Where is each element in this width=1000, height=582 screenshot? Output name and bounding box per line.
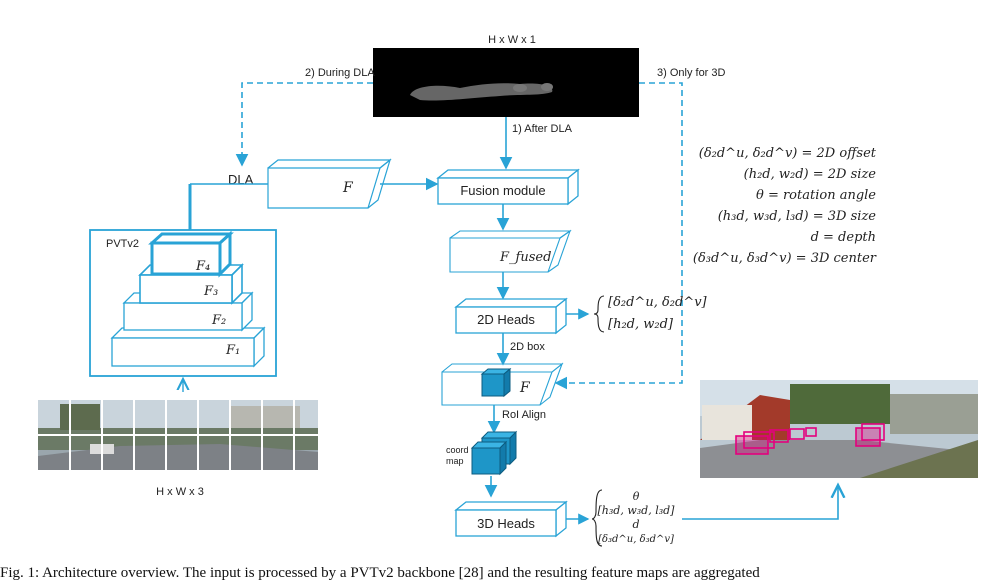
heads-2d-out-size: [h₂d, w₂d] (608, 317, 674, 332)
fused-feature-map: F_fused (449, 229, 572, 273)
legend-rotation: θ = rotation angle (756, 188, 876, 203)
depth-mask-image: H x W x 1 (373, 34, 639, 117)
coord-map-cubes: coord map (446, 430, 518, 476)
during-dla-label: 2) During DLA (305, 67, 375, 79)
figure-caption: Fig. 1: Architecture overview. The input… (0, 565, 760, 581)
mask-size-label: H x W x 1 (488, 34, 536, 46)
output-arrow (682, 485, 838, 520)
f1-label: F₁ (225, 343, 240, 358)
legend-depth: d = depth (811, 230, 876, 245)
dla-feature-label: F (342, 180, 354, 196)
heads-3d-out-theta: θ (633, 490, 640, 503)
legend-2d-size: (h₂d, w₂d) = 2D size (744, 167, 877, 182)
fusion-label: Fusion module (460, 183, 545, 198)
heads-3d-out-depth: d (632, 518, 639, 531)
notation-legend: (δ₂d^u, δ₂d^v) = 2D offset (h₂d, w₂d) = … (693, 146, 877, 266)
heads-2d-label: 2D Heads (477, 312, 535, 327)
heads-3d-label: 3D Heads (477, 516, 535, 531)
pvtv2-label: PVTv2 (106, 238, 139, 250)
heads-3d: 3D Heads (454, 500, 568, 538)
f4-label: F₄ (195, 259, 210, 274)
2d-box-label: 2D box (510, 341, 545, 353)
legend-3d-center: (δ₃d^u, δ₃d^v) = 3D center (693, 251, 877, 266)
input-size-label: H x W x 3 (156, 486, 204, 498)
legend-2d-offset: (δ₂d^u, δ₂d^v) = 2D offset (699, 146, 877, 161)
roi-feature-map: F (441, 362, 564, 406)
fused-label: F_fused (499, 250, 551, 265)
after-dla-arrow: 1) After DLA (499, 117, 573, 170)
coord-map-label-1: coord (446, 445, 469, 455)
during-dla-arrow: 2) During DLA (235, 67, 375, 167)
pvtv2-backbone: PVTv2 F₁ F₂ F₃ F₄ (89, 229, 277, 377)
heads-3d-out-size: [h₃d, w₃d, l₃d] (598, 504, 676, 517)
heads-2d-out-offset: [δ₂d^u, δ₂d^v] (608, 295, 708, 310)
result-image (700, 380, 978, 478)
roi-feature-label: F (519, 380, 531, 396)
input-image: H x W x 3 (38, 400, 318, 498)
heads-2d: 2D Heads (454, 297, 568, 335)
f3-label: F₃ (203, 284, 218, 299)
only-3d-arrow: 3) Only for 3D (554, 67, 726, 390)
roi-align-label: RoI Align (502, 409, 546, 421)
after-dla-label: 1) After DLA (512, 123, 573, 135)
coord-map-label-2: map (446, 456, 464, 466)
fusion-module: Fusion module (436, 168, 580, 206)
heads-3d-out-center: [δ₃d^u, δ₃d^v] (598, 534, 674, 545)
heads-2d-outputs: [δ₂d^u, δ₂d^v] [h₂d, w₂d] (593, 295, 708, 333)
legend-3d-size: (h₃d, w₃d, l₃d) = 3D size (718, 209, 877, 224)
f2-label: F₂ (211, 313, 226, 328)
only-3d-label: 3) Only for 3D (657, 67, 726, 79)
heads-3d-outputs: θ [h₃d, w₃d, l₃d] d [δ₃d^u, δ₃d^v] (591, 489, 676, 547)
